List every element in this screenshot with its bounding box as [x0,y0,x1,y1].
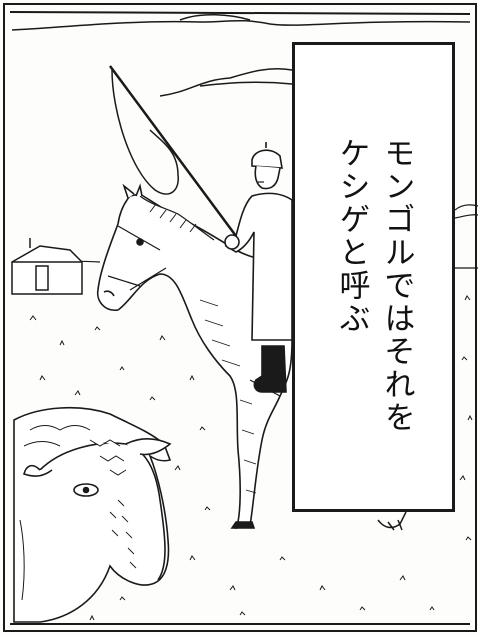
horse-legs [377,511,407,531]
whip-pole-icon [108,65,238,237]
grass-icon [29,295,473,621]
panel-top-edge [9,11,471,15]
caption-box: モンゴルではそれを ケシゲと呼ぶ [292,42,455,512]
sheep-icon [13,407,172,623]
horse-icon [96,183,293,530]
yurt-icon [11,238,83,295]
cloud-icon [159,67,293,97]
cloud-icon [11,13,471,31]
panel-border [3,3,477,632]
caption-line-1: モンゴルではそれを [378,137,415,434]
cloud-icon [454,204,479,219]
rider-icon [224,142,293,397]
caption-line-2: ケシゲと呼ぶ [333,137,370,335]
